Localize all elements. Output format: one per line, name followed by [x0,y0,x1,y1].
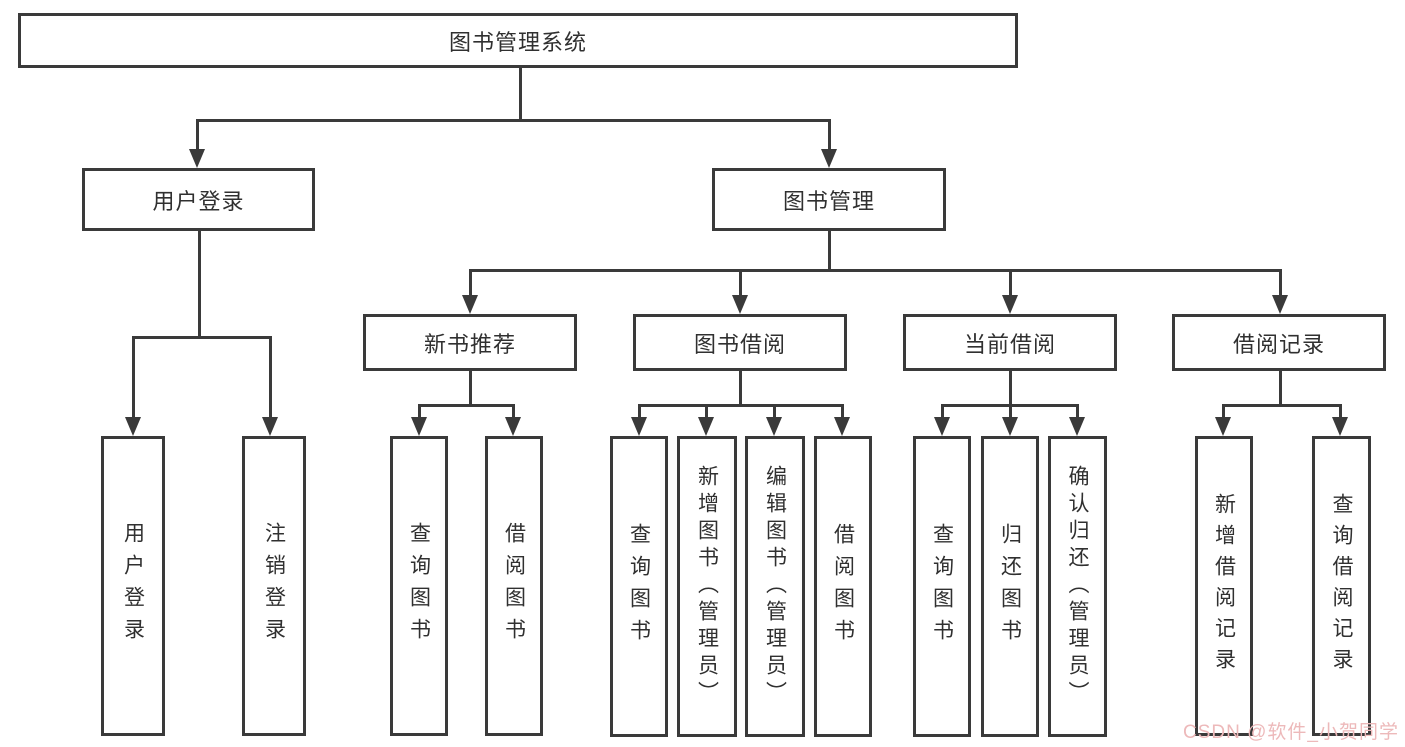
connector-leaf-user-login-drop [132,336,135,419]
leaf-borrow-book-rec-label: 借阅图书 [502,522,526,650]
arrowhead-book-borrow [732,295,748,314]
connector-g4-drop2 [1339,404,1342,419]
connector-user-login-drop [196,119,199,151]
arrowhead-user-login [189,149,205,168]
leaf-query-borrow-record-label: 查询借阅记录 [1330,493,1353,679]
leaf-query-book-rec-label: 查询图书 [407,522,431,650]
node-root: 图书管理系统 [18,13,1018,68]
node-book-borrow-label: 图书借阅 [693,331,786,357]
arrowhead-new-book-rec [462,295,478,314]
arrowhead-g2-leaf1 [631,417,647,436]
leaf-return-book-label: 归还图书 [998,522,1022,651]
connector-g1-hline [418,404,515,407]
connector-g4-hline [1222,404,1342,407]
leaf-return-book: 归还图书 [981,436,1039,737]
leaf-add-borrow-record-label: 新增借阅记录 [1212,493,1236,679]
leaf-add-book: 新增图书（管理员） [677,436,737,737]
arrowhead-g2-leaf2 [698,417,714,436]
node-user-login: 用户登录 [82,168,315,231]
arrowhead-current-borrow [1002,295,1018,314]
connector-g2-drop2 [705,404,708,419]
connector-g2-stem [739,371,742,407]
leaf-logout: 注销登录 [242,436,306,736]
connector-l3-hline [469,269,1282,272]
leaf-query-book-current-label: 查询图书 [930,522,954,651]
arrowhead-leaf-user-login [125,417,141,436]
connector-l2-hline [196,119,831,122]
connector-book-mgmt-drop [828,119,831,151]
node-user-login-label: 用户登录 [152,188,245,214]
leaf-user-login: 用户登录 [101,436,165,736]
node-book-mgmt: 图书管理 [712,168,946,231]
arrowhead-borrow-record [1272,295,1288,314]
arrowhead-g3-leaf3 [1069,417,1085,436]
csdn-watermark: CSDN @软件_小贺同学 [1183,722,1399,743]
connector-g2-drop1 [638,404,641,419]
leaf-query-book-rec: 查询图书 [390,436,448,736]
node-book-borrow: 图书借阅 [633,314,847,371]
connector-leaf-logout-drop [269,336,272,419]
connector-borrow-record-drop [1279,269,1282,297]
connector-g2-hline [638,404,844,407]
leaf-add-book-label: 新增图书（管理员） [695,465,719,708]
leaf-query-book-borrow-label: 查询图书 [627,522,651,651]
node-borrow-record: 借阅记录 [1172,314,1386,371]
connector-g3-drop1 [941,404,944,419]
leaf-query-book-current: 查询图书 [913,436,971,737]
node-book-mgmt-label: 图书管理 [782,188,875,214]
node-borrow-record-label: 借阅记录 [1232,331,1325,357]
arrowhead-g3-leaf1 [934,417,950,436]
connector-g1-drop1 [418,404,421,419]
connector-book-borrow-drop [739,269,742,297]
arrowhead-g4-leaf2 [1332,417,1348,436]
arrowhead-g4-leaf1 [1215,417,1231,436]
connector-g1-stem [469,371,472,407]
node-root-label: 图书管理系统 [448,29,587,55]
connector-g3-drop3 [1076,404,1079,419]
leaf-query-book-borrow: 查询图书 [610,436,668,737]
arrowhead-g2-leaf4 [834,417,850,436]
connector-g4-drop1 [1222,404,1225,419]
node-new-book-rec-label: 新书推荐 [423,331,516,357]
connector-new-book-rec-drop [469,269,472,297]
connector-g3-drop2 [1009,404,1012,419]
connector-user-group-stem [198,231,201,339]
leaf-add-borrow-record: 新增借阅记录 [1195,436,1253,736]
connector-g2-drop3 [773,404,776,419]
arrowhead-g1-leaf2 [505,417,521,436]
leaf-user-login-label: 用户登录 [121,522,145,650]
connector-g4-stem [1279,371,1282,407]
leaf-confirm-return-label: 确认归还（管理员） [1066,465,1089,708]
arrowhead-leaf-logout [262,417,278,436]
connector-g2-drop4 [841,404,844,419]
connector-root-stem [519,68,522,121]
leaf-borrow-book-borrow-label: 借阅图书 [831,522,855,651]
leaf-query-borrow-record: 查询借阅记录 [1312,436,1371,736]
node-current-borrow-label: 当前借阅 [963,331,1056,357]
connector-mgmt-group-stem [828,231,831,272]
connector-g3-stem [1009,371,1012,407]
arrowhead-g2-leaf3 [766,417,782,436]
leaf-edit-book: 编辑图书（管理员） [745,436,805,737]
node-current-borrow: 当前借阅 [903,314,1117,371]
connector-user-group-hline [132,336,272,339]
leaf-logout-label: 注销登录 [262,522,286,650]
leaf-borrow-book-rec: 借阅图书 [485,436,543,736]
arrowhead-book-mgmt [821,149,837,168]
leaf-confirm-return: 确认归还（管理员） [1048,436,1107,737]
connector-current-borrow-drop [1009,269,1012,297]
connector-g1-drop2 [512,404,515,419]
leaf-borrow-book-borrow: 借阅图书 [814,436,872,737]
leaf-edit-book-label: 编辑图书（管理员） [763,465,787,708]
arrowhead-g3-leaf2 [1002,417,1018,436]
node-new-book-rec: 新书推荐 [363,314,577,371]
arrowhead-g1-leaf1 [411,417,427,436]
